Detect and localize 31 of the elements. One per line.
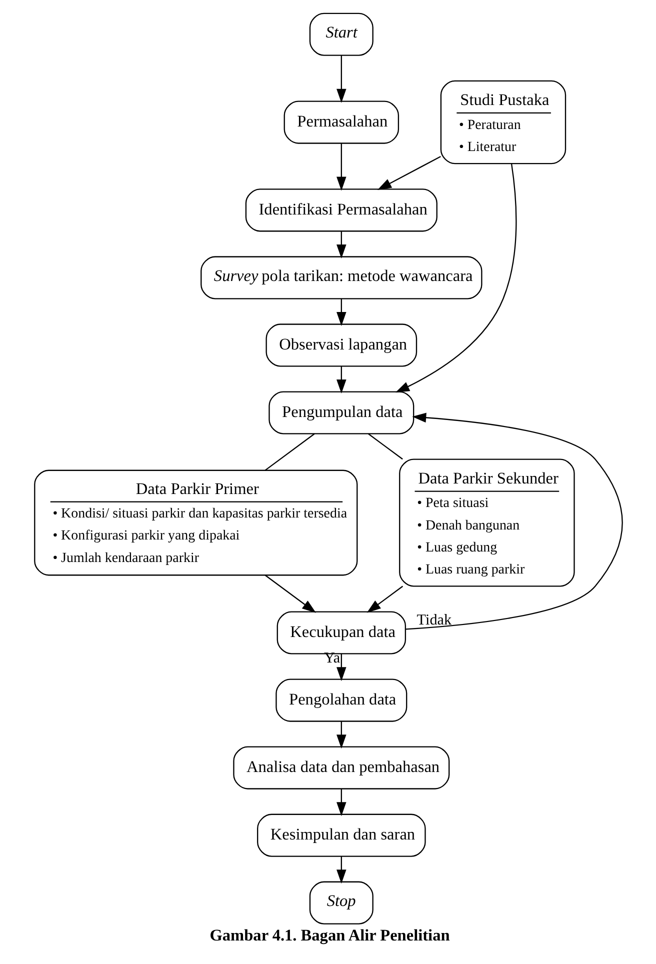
node-box: Observasi lapangan [265, 324, 417, 367]
arrow [336, 55, 346, 103]
connector [264, 433, 314, 471]
arrow [336, 298, 346, 326]
arrow [336, 366, 346, 394]
arrow [336, 231, 346, 258]
node-box: Kesimpulan dan saran [256, 814, 426, 857]
arrow [366, 586, 403, 613]
node-box: Data Parkir Primer • Kondisi/ situasi parkir dan kapasitas parkir tersedia • Konfigurasi parkir yang dipakai • Jumlah kendaraan parkir [34, 470, 358, 576]
arrow [405, 412, 622, 630]
node-box: Studi Pustaka • Peraturan • Literatur [440, 80, 566, 164]
node-box: Survey pola tarikan: metode wawancara [200, 256, 482, 300]
node-box: Permasalahan [283, 100, 399, 144]
arrow [336, 721, 346, 749]
node-box: Identifikasi Permasalahan [244, 188, 437, 232]
arrow [336, 143, 346, 191]
arrow [394, 164, 516, 392]
connector [368, 433, 402, 460]
node-box: Pengolahan data [275, 678, 407, 722]
edge-label: Tidak [416, 612, 452, 628]
node-box: Stop [308, 881, 373, 924]
arrow [264, 574, 316, 613]
node-box: Analisa data dan pembahasan [232, 746, 450, 790]
node-box: Data Parkir Sekunder • Peta situasi • Denah bangunan • Luas gedung • Luas ruang parkir [398, 458, 574, 587]
node-box: Pengumpulan data [268, 391, 414, 434]
arrow [336, 788, 346, 816]
node-box: Start [308, 12, 373, 56]
arrow [376, 156, 440, 190]
caption: Gambar 4.1. Bagan Alir Penelitian [209, 925, 450, 944]
arrow [336, 856, 346, 884]
arrow [336, 654, 346, 682]
